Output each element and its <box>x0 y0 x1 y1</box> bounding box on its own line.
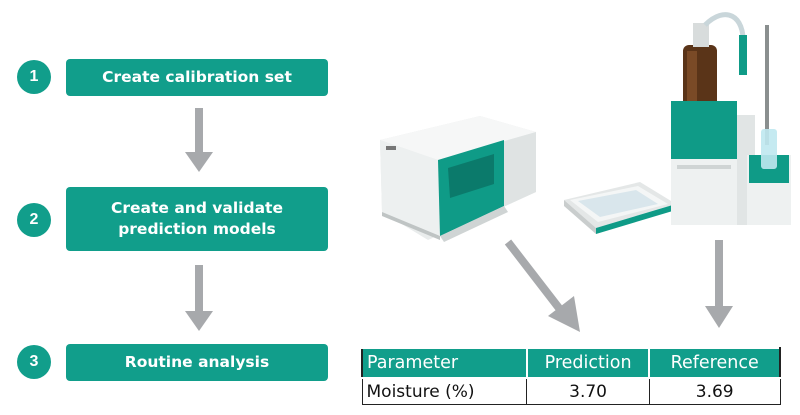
header-reference: Reference <box>648 347 781 379</box>
results-table: Parameter Prediction Reference Moisture … <box>361 347 781 405</box>
cell-prediction: 3.70 <box>526 377 650 405</box>
nir-analyzer-image <box>380 116 536 242</box>
step-1-number: 1 <box>17 60 51 94</box>
prediction-arrow <box>504 239 580 332</box>
cell-reference: 3.69 <box>648 377 781 405</box>
table-row: Moisture (%) 3.70 3.69 <box>361 377 781 405</box>
table-header-row: Parameter Prediction Reference <box>361 347 781 379</box>
flow-arrow-2-3 <box>185 265 213 331</box>
titrator-image <box>671 12 791 225</box>
flow-arrow-1-2 <box>185 108 213 172</box>
header-prediction: Prediction <box>525 347 651 379</box>
step-2-number: 2 <box>17 203 51 237</box>
reference-arrow <box>705 240 733 328</box>
step-2-label: Create and validate prediction models <box>111 199 283 238</box>
touch-controller-image <box>564 182 676 234</box>
header-parameter: Parameter <box>361 347 528 379</box>
step-1-box: Create calibration set <box>66 59 328 96</box>
step-2-box: Create and validate prediction models <box>66 187 328 251</box>
cell-parameter: Moisture (%) <box>361 377 528 405</box>
step-3-number: 3 <box>17 345 51 379</box>
step-3-box: Routine analysis <box>66 344 328 381</box>
